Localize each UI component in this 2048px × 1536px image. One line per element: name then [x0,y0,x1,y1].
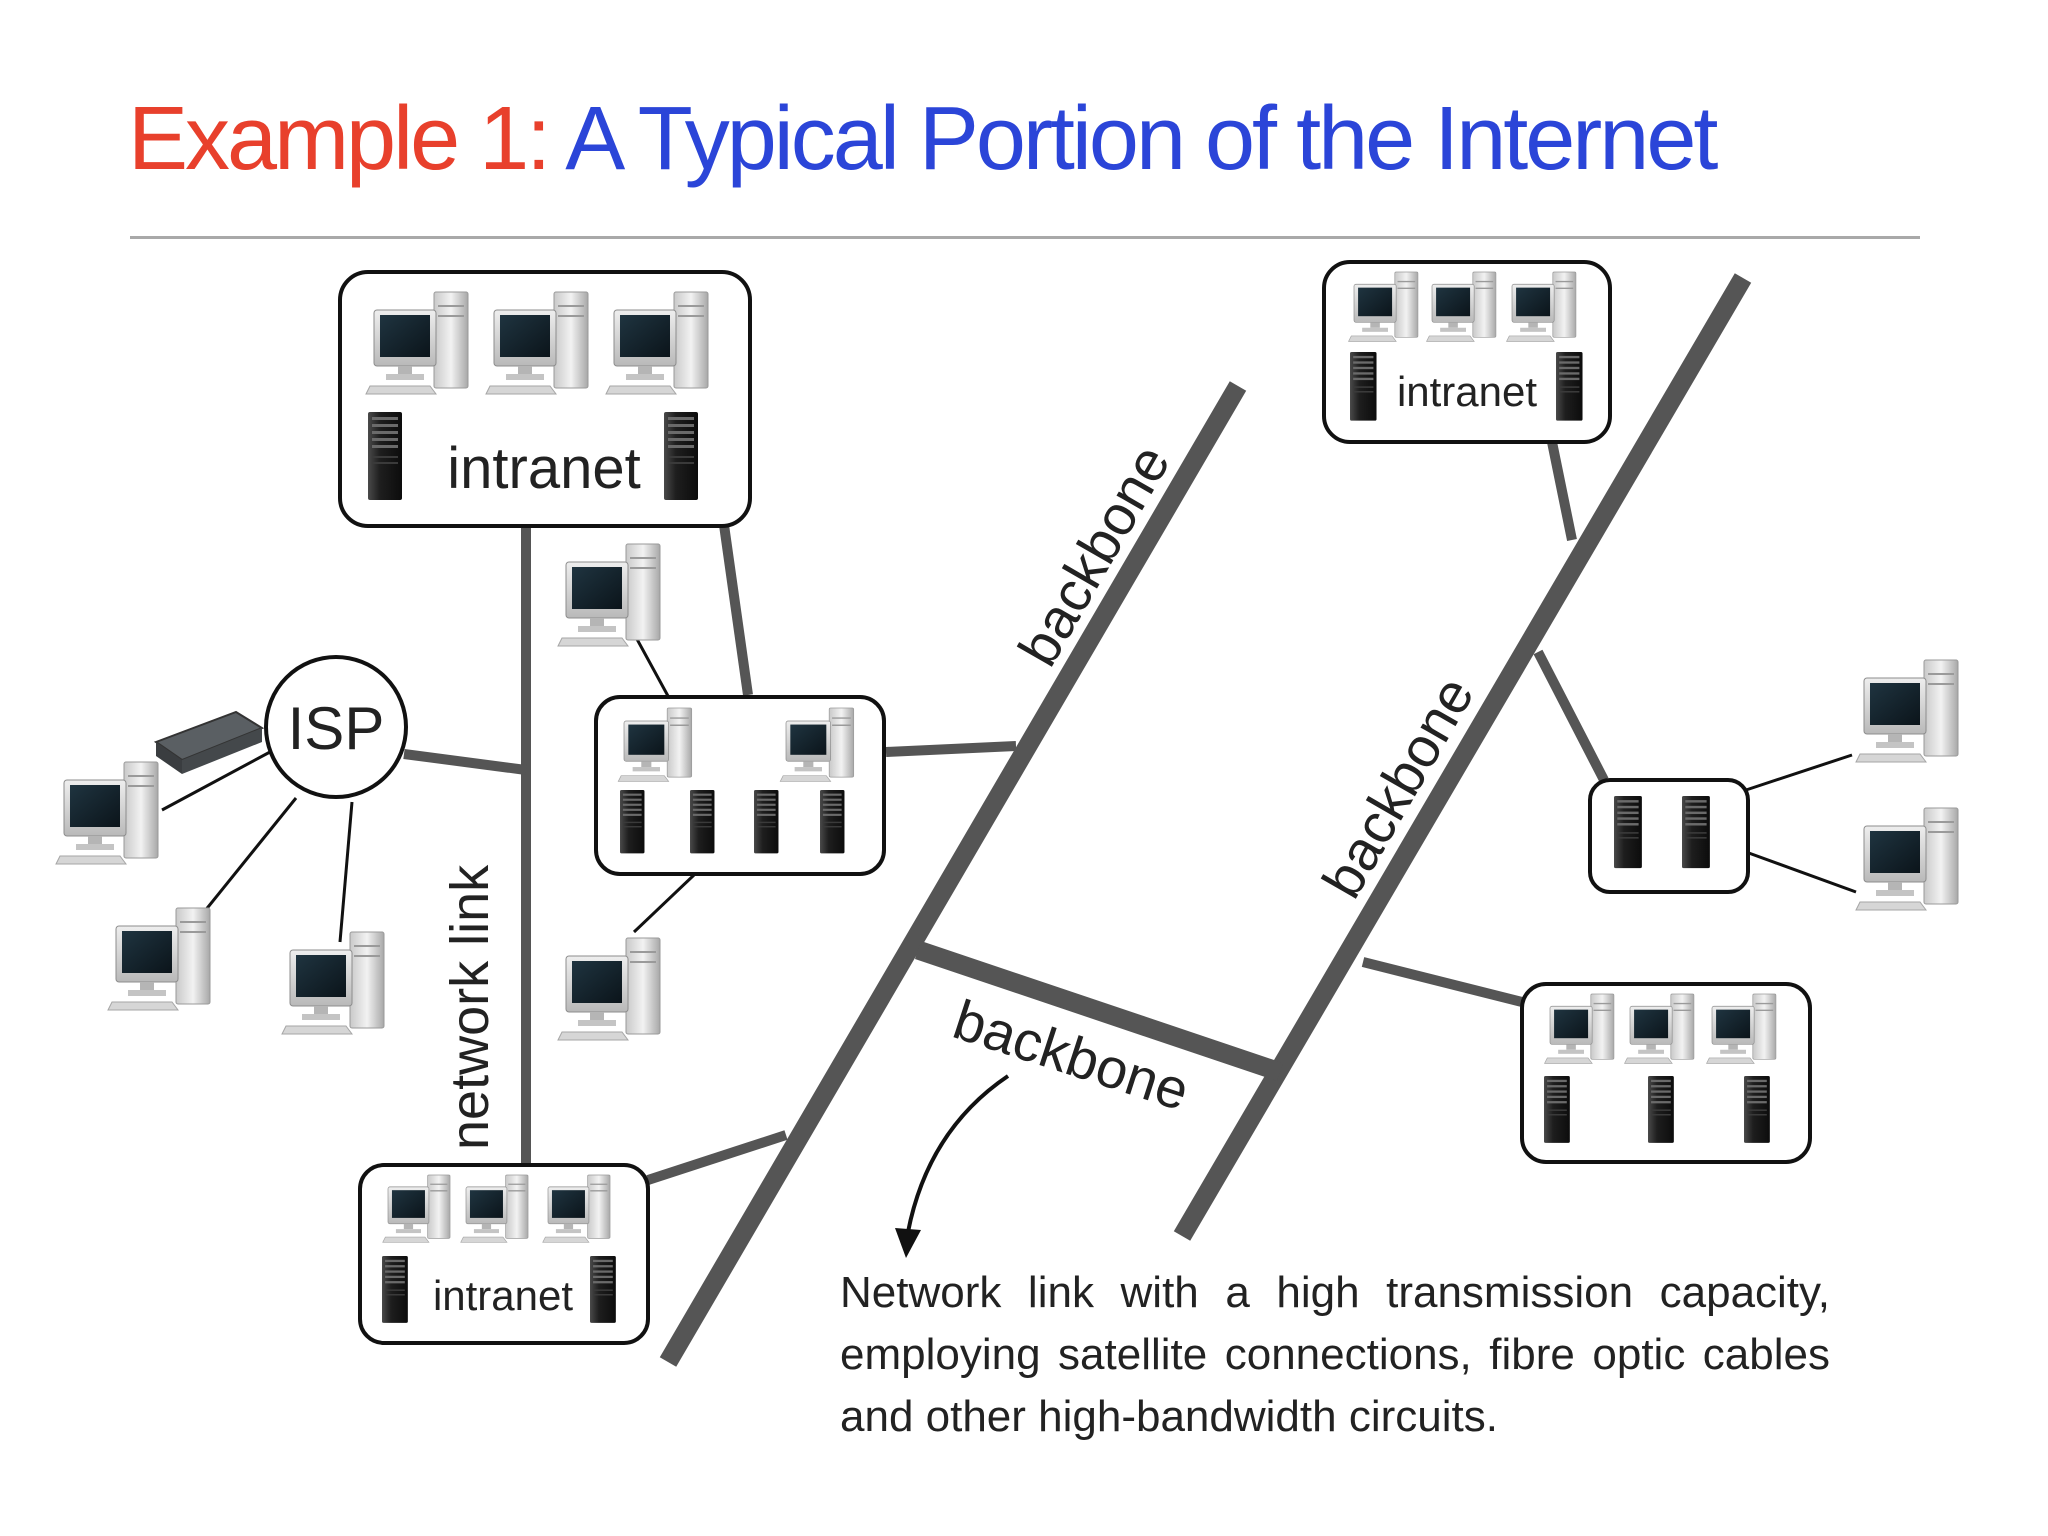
backbone-caption: Network link with a high transmission ca… [840,1262,1830,1448]
server-tower-icon [368,412,402,500]
link-intranet-to-hub [719,524,753,696]
server-tower-icon [1648,1076,1674,1143]
link-cluster-to-backbone [1533,649,1609,783]
desktop-computer-icon [107,907,211,1011]
link-pc-upper [630,629,670,697]
isp-circle [264,655,408,799]
caption-line-2: employing satellite connections, fibre o… [840,1330,1830,1379]
backbone-middle-line [914,940,1284,1082]
server-tower-icon [590,1256,616,1323]
backbone-left-line [659,381,1247,1367]
server-tower-icon [1544,1076,1570,1143]
modem-icon [153,710,265,774]
intranet-top-label: intranet [447,436,640,501]
link-pc-bottom [338,801,354,943]
server-tower-icon [382,1256,408,1323]
link-pc-bottom-left [198,797,298,918]
intranet-bottom: intranet [358,1163,650,1345]
server-tower-icon [620,790,645,854]
server-cluster-right [1588,778,1750,894]
network-link-label: network link [440,864,500,1150]
server-tower-icon [1350,352,1377,421]
server-tower-icon [1744,1076,1770,1143]
link-intranet-tr-to-backbone [1547,441,1577,541]
caption-line-3: and other high-bandwidth circuits. [840,1392,1498,1441]
desktop-computer-icon [281,931,385,1035]
server-tower-icon [1682,796,1710,869]
title-prefix: Example 1: [128,89,551,189]
intranet-right [1520,982,1812,1164]
link-pc-lower [632,873,696,934]
desktop-computer-icon [557,937,661,1041]
intranet-top-right: intranet [1322,260,1612,444]
desktop-computer-icon [557,543,661,647]
isp-label: ISP [288,695,385,762]
link-pc-right-bottom [1745,850,1857,894]
intranet-bottom-label: intranet [433,1272,573,1319]
hub-cluster [594,695,886,876]
backbone-links [659,273,1752,1367]
network-links [403,441,1609,1185]
title-main: A Typical Portion of the Internet [565,89,1718,189]
desktop-computer-icon [1855,659,1959,763]
intranet-top-right-label: intranet [1397,368,1537,415]
title-divider [130,236,1920,239]
link-pc-left [161,750,271,812]
server-tower-icon [690,790,715,854]
isp-node: ISP [264,655,408,799]
server-tower-icon [1556,352,1583,421]
caption-line-1: Network link with a high transmission ca… [840,1268,1830,1317]
desktop-computer-icon [1855,807,1959,911]
link-hub-to-backbone [885,741,1017,757]
device-links [161,629,1857,943]
link-intranet-bottom-to-backbone [646,1130,788,1185]
server-tower-icon [820,790,845,854]
link-isp-to-network [403,749,527,775]
server-tower-icon [754,790,779,854]
callout-arrow-icon [895,1074,1010,1258]
server-tower-icon [1614,796,1642,869]
link-right-intranet-to-backbone [1361,957,1524,1007]
server-tower-icon [664,412,698,500]
server-cluster-right-box [1588,778,1750,894]
intranet-top: intranet [338,270,752,528]
desktop-computer-icon [55,761,159,865]
link-pc-right-top [1745,753,1853,792]
slide-title: Example 1: A Typical Portion of the Inte… [128,88,1718,191]
